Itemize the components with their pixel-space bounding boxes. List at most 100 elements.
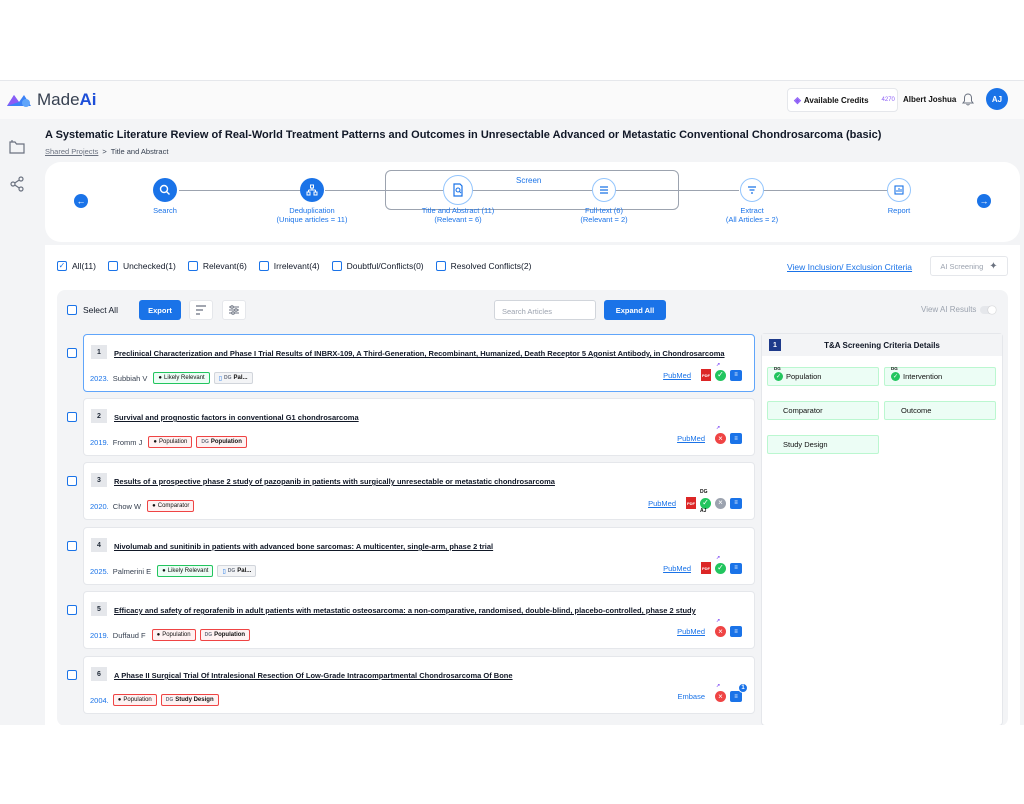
search-icon [153,178,177,202]
article-card[interactable]: 5 Efficacy and safety of regorafenib in … [83,591,755,649]
filter-unchecked[interactable]: Unchecked(1) [107,261,176,271]
row-checkbox[interactable] [67,476,77,486]
user-name: Albert Joshua [903,95,957,104]
checkbox-checked-icon[interactable]: ✓ [57,261,67,271]
bell-icon[interactable] [962,93,974,106]
filter-irrelevant[interactable]: Irrelevant(4) [258,261,320,271]
source-link[interactable]: PubMed [648,498,676,508]
row-checkbox[interactable] [67,348,77,358]
export-button[interactable]: Export [139,300,181,320]
article-card[interactable]: 3 Results of a prospective phase 2 study… [83,462,755,520]
checkbox[interactable] [258,261,269,271]
comment-icon[interactable]: ≡ [730,433,742,444]
step-title-abstract[interactable]: Title and Abstract (11) (Relevant = 6) [383,175,533,224]
criteria-chip-intervention[interactable]: DG✓Intervention [884,366,996,386]
settings-sliders-icon[interactable] [222,300,246,320]
expand-all-button[interactable]: Expand All [604,300,666,320]
filter-doubtful[interactable]: Doubtful/Conflicts(0) [331,261,424,271]
checkbox[interactable] [331,261,342,271]
article-title[interactable]: A Phase II Surgical Trial Of Intralesion… [114,671,513,680]
checkbox[interactable] [107,261,118,271]
step-extract[interactable]: Extract (All Articles = 2) [677,178,827,224]
pdf-icon[interactable]: PDF [701,369,711,381]
row-checkbox[interactable] [67,670,77,680]
source-link[interactable]: PubMed [677,627,705,636]
view-criteria-link[interactable]: View Inclusion/ Exclusion Criteria [787,262,913,272]
main-content: ✓All(11) Unchecked(1) Relevant(6) Irrele… [45,245,1020,725]
filter-label: Relevant(6) [202,261,247,271]
article-title[interactable]: Nivolumab and sunitinib in patients with… [114,542,494,551]
article-card[interactable]: 1 Preclinical Characterization and Phase… [83,334,755,392]
criteria-chip-population[interactable]: DG✓Population [767,366,879,386]
source-link[interactable]: PubMed [677,434,705,443]
article-author: Subbiah V [112,373,148,383]
pdf-icon[interactable]: PDF [701,562,711,574]
logo-mark-icon [7,95,31,107]
criteria-chip-comparator[interactable]: Comparator [767,401,879,420]
filter-resolved-conflicts[interactable]: Resolved Conflicts(2) [435,261,531,271]
folder-icon[interactable] [9,139,25,155]
comment-icon[interactable]: ≡ [730,369,742,381]
stepper-prev-arrow-icon[interactable]: ← [74,194,88,208]
checkbox[interactable] [435,261,446,271]
search-articles-input[interactable]: Search Articles [494,300,596,320]
filter-all[interactable]: ✓All(11) [57,261,96,271]
workflow-stepper: ← → Screen Search Deduplication (Unique … [45,162,1020,242]
row-checkbox[interactable] [67,412,77,422]
available-credits-badge[interactable]: ◈ Available Credits 4270 [787,88,898,112]
criteria-chip-study-design[interactable]: Study Design [767,435,879,454]
filter-label: Unchecked(1) [122,261,176,271]
comment-icon[interactable]: ≡ [730,497,742,509]
ai-screening-button[interactable]: AI Screening ✦ [930,256,1008,276]
row-checkbox[interactable] [67,541,77,551]
select-all[interactable]: Select All [67,305,118,315]
article-actions: PubMed ↗× ≡ [677,426,742,444]
article-title[interactable]: Results of a prospective phase 2 study o… [114,477,555,486]
avatar[interactable]: AJ [986,88,1008,110]
criteria-chip-outcome[interactable]: Outcome [884,401,996,420]
breadcrumb-shared-projects[interactable]: Shared Projects [45,147,99,156]
comment-icon[interactable]: ≡ [730,562,742,574]
step-full-text[interactable]: Full-text (6) (Relevant = 2) [529,178,679,224]
tag-population: ●Population [151,629,196,641]
checkbox[interactable] [187,261,198,271]
comment-icon[interactable]: ≡ [730,626,742,637]
comment-icon[interactable]: ≡1 [730,683,748,702]
stepper-connector [325,190,455,191]
pdf-icon[interactable]: PDF [686,497,696,509]
source-link[interactable]: PubMed [663,563,691,573]
made-ai-logo[interactable]: MadeAi [5,90,97,110]
step-sublabel: (Unique articles = 11) [276,215,348,224]
checkbox[interactable] [67,305,77,315]
filter-label: Irrelevant(4) [273,261,320,271]
article-title[interactable]: Efficacy and safety of regorafenib in ad… [114,606,696,615]
filter-bar: ✓All(11) Unchecked(1) Relevant(6) Irrele… [57,261,531,271]
article-card[interactable]: 2 Survival and prognostic factors in con… [83,398,755,456]
step-label: Deduplication [289,206,335,215]
source-link[interactable]: PubMed [663,370,691,380]
stepper-next-arrow-icon[interactable]: → [977,194,991,208]
ai-bot-icon: ● [158,375,163,381]
step-report[interactable]: Report [824,178,974,215]
step-deduplication[interactable]: Deduplication (Unique articles = 11) [237,178,387,224]
filter-relevant[interactable]: Relevant(6) [187,261,247,271]
article-title[interactable]: Preclinical Characterization and Phase I… [114,349,725,358]
article-card[interactable]: 4 Nivolumab and sunitinib in patients wi… [83,527,755,585]
view-ai-results-toggle[interactable]: View AI Results [921,305,997,314]
row-checkbox[interactable] [67,605,77,615]
sort-icon[interactable] [189,300,213,320]
article-card[interactable]: 6 A Phase II Surgical Trial Of Intralesi… [83,656,755,714]
source-link[interactable]: Embase [677,692,705,701]
filter-icon [740,178,764,202]
stepper-connector [763,190,887,191]
step-label: Extract [740,206,764,215]
toggle-switch[interactable] [980,305,997,314]
step-search[interactable]: Search [90,178,240,215]
article-title[interactable]: Survival and prognostic factors in conve… [114,413,359,422]
share-icon[interactable] [9,176,25,192]
step-sublabel: (Relevant = 6) [434,215,482,224]
tag-likely-relevant: ●Likely Relevant [157,565,214,577]
